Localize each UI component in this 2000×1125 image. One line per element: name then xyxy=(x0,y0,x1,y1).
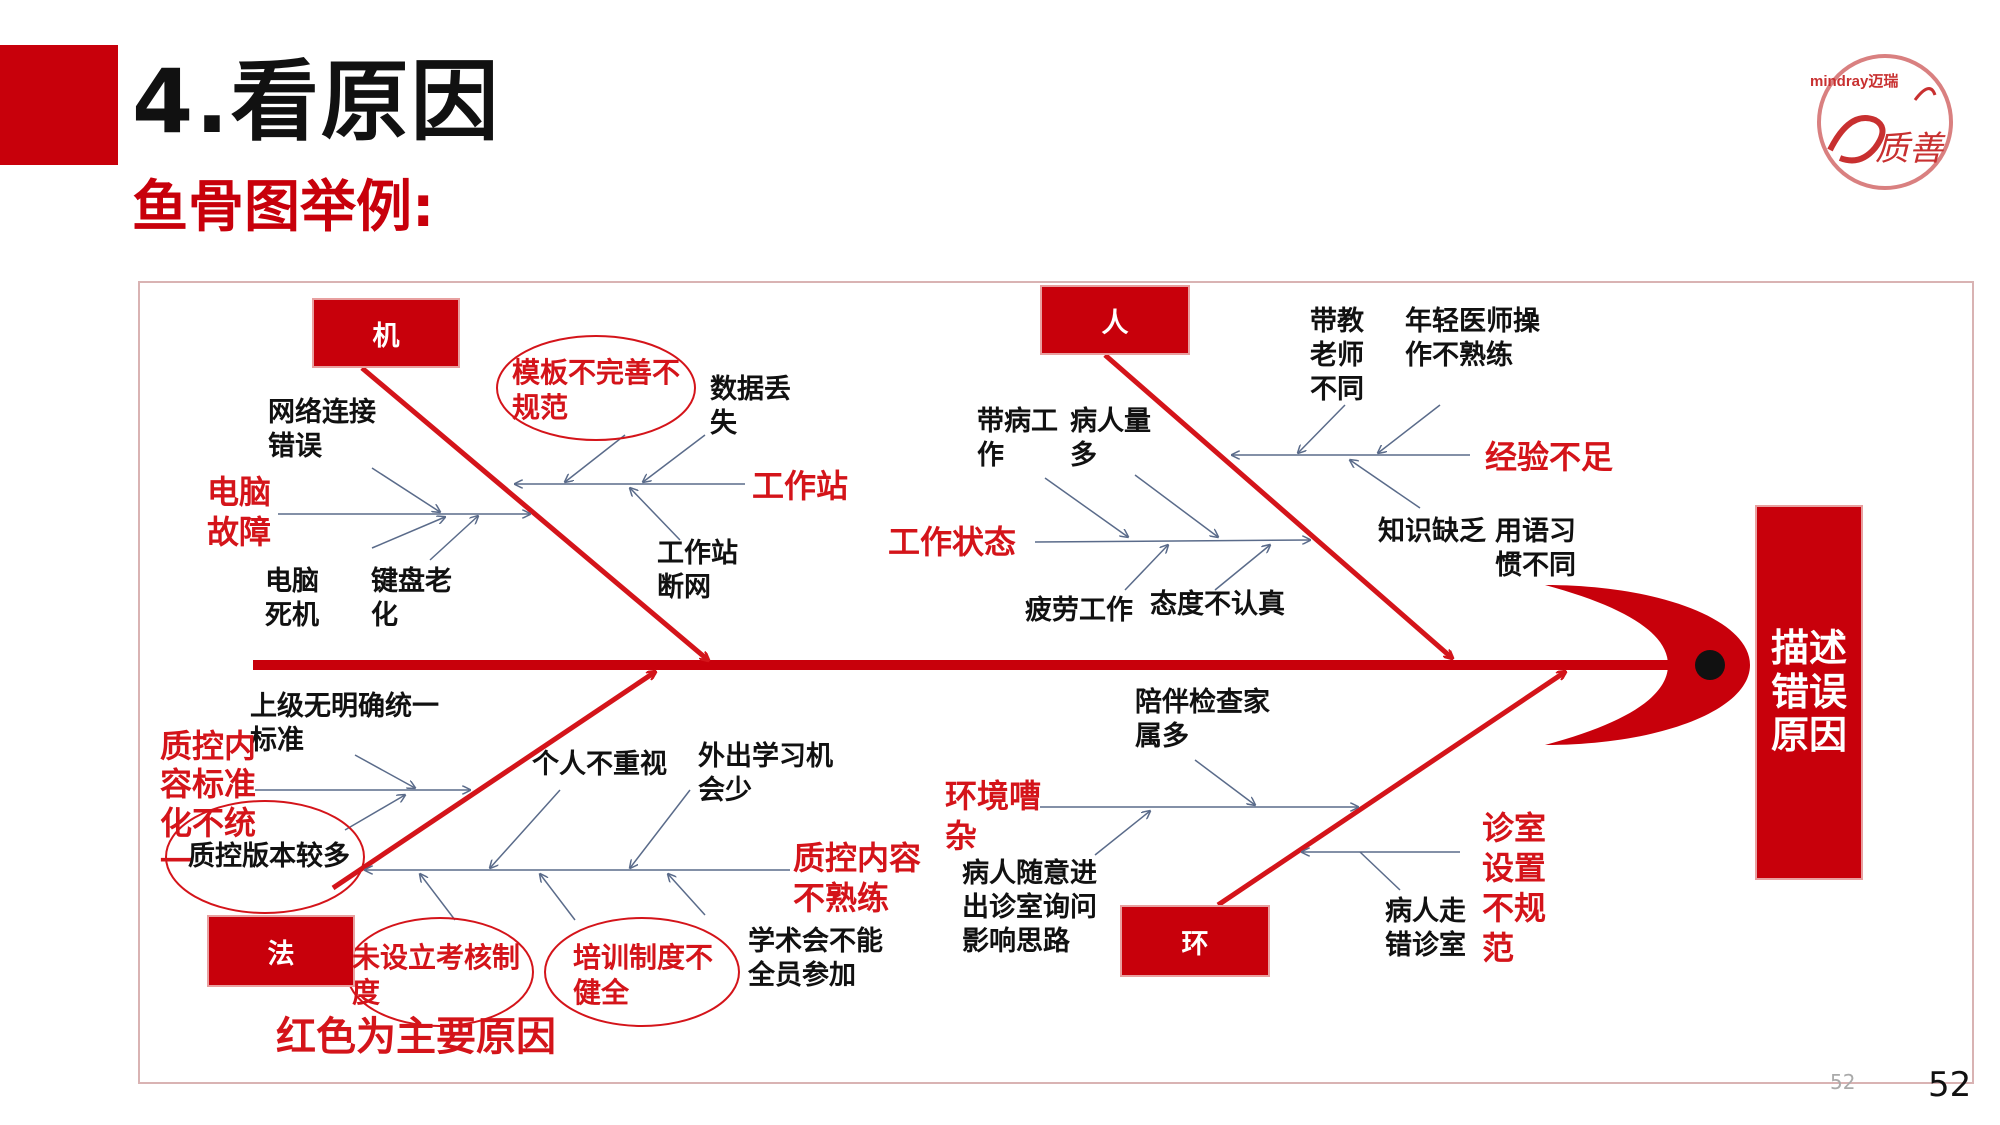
logo-tagline: 质善 xyxy=(1875,129,1946,169)
cause-workstation: 工作站 xyxy=(752,467,849,505)
cause-disconnect: 工作站 断网 xyxy=(657,538,738,603)
bone-method xyxy=(331,672,655,891)
page-number-small: 52 xyxy=(1830,1070,1856,1094)
cause-training: 培训制度不 健全 xyxy=(573,941,714,1009)
cause-not-valued: 个人不重视 xyxy=(532,749,667,780)
cause-keyboard: 键盘老 化 xyxy=(371,566,452,631)
category-machine: 机 xyxy=(312,298,460,368)
main-cause-note: 红色为主要原因 xyxy=(276,1014,556,1060)
category-environment: 环 xyxy=(1120,905,1270,977)
highlight-template xyxy=(496,335,696,441)
category-method: 法 xyxy=(207,915,355,987)
cause-language: 用语习 惯不同 xyxy=(1495,516,1576,581)
cause-work-state: 工作状态 xyxy=(888,523,1017,561)
bone-environment xyxy=(1216,672,1565,908)
page-title: 4.看原因 xyxy=(132,50,501,153)
cause-computer-crash: 电脑 死机 xyxy=(265,566,319,631)
cause-qc-versions: 质控版本较多 xyxy=(188,841,350,872)
cause-many-patients: 病人量 多 xyxy=(1070,406,1151,471)
fish-head-icon xyxy=(1545,585,1750,745)
highlight-qc-versions xyxy=(165,800,365,914)
category-people: 人 xyxy=(1040,285,1190,355)
cause-no-assess: 未设立考核制 度 xyxy=(352,941,521,1009)
cause-family: 陪伴检查家 属多 xyxy=(1135,687,1270,752)
logo-seal-icon: mindray迈瑞 质善 xyxy=(1810,54,1953,190)
effect-box: 描述 错误 原因 xyxy=(1755,505,1863,880)
cause-network: 网络连接 错误 xyxy=(268,397,376,462)
cause-sick-work: 带病工 作 xyxy=(977,406,1058,471)
cause-patient-enter: 病人随意进 出诊室询问 影响思路 xyxy=(962,858,1097,957)
cause-teacher: 带教 老师 不同 xyxy=(1310,306,1364,405)
highlight-training xyxy=(544,917,740,1027)
cause-data-loss: 数据丢 失 xyxy=(710,374,791,439)
cause-fatigue: 疲劳工作 xyxy=(1025,595,1133,626)
cause-qc-standard: 质控内 容标准 化不统 一 xyxy=(160,727,257,881)
cause-computer-fault: 电脑 故障 xyxy=(207,473,272,551)
fishbone-diagram-frame xyxy=(138,281,1974,1084)
mindray-logo: mindray迈瑞 质善 xyxy=(1790,40,1970,200)
page-number: 52 xyxy=(1928,1065,1972,1105)
header-accent-bar xyxy=(0,45,118,165)
cause-experience: 经验不足 xyxy=(1485,438,1614,476)
logo-brand: mindray迈瑞 xyxy=(1810,72,1898,90)
cause-template: 模板不完善不 规范 xyxy=(512,356,681,424)
cause-attitude: 态度不认真 xyxy=(1150,589,1285,620)
cause-few-study: 外出学习机 会少 xyxy=(698,741,833,806)
cause-no-standard: 上级无明确统一 标准 xyxy=(250,691,439,756)
cause-academic: 学术会不能 全员参加 xyxy=(748,926,883,991)
bone-machine xyxy=(360,366,708,660)
cause-noisy: 环境嘈 杂 xyxy=(945,777,1042,855)
cause-room-setup: 诊室 设置 不规 范 xyxy=(1482,809,1547,967)
cause-young-doctor: 年轻医师操 作不熟练 xyxy=(1405,306,1540,371)
page-subtitle: 鱼骨图举例: xyxy=(132,175,435,240)
cause-wrong-room: 病人走 错诊室 xyxy=(1385,896,1466,961)
cause-knowledge: 知识缺乏 xyxy=(1378,516,1486,547)
bone-people xyxy=(1103,353,1452,658)
cause-qc-unfamiliar: 质控内容 不熟练 xyxy=(793,839,922,917)
